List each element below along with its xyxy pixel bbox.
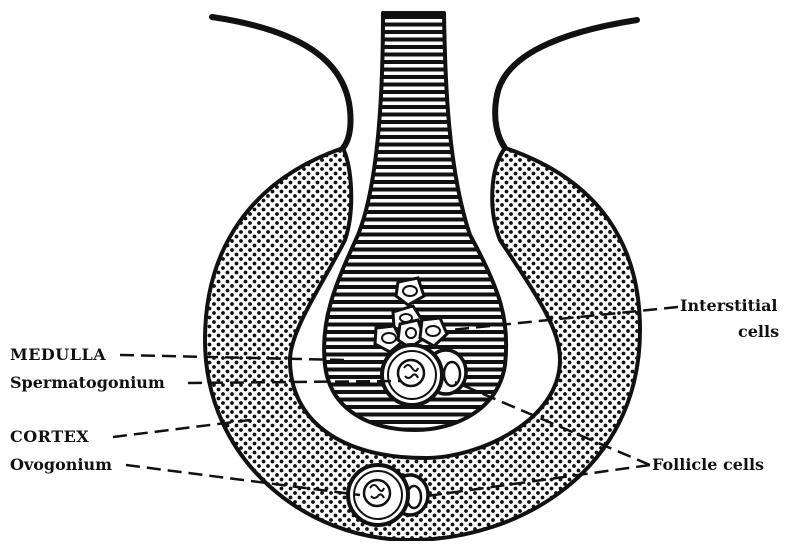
label-cortex: CORTEX [10,428,89,446]
label-interstitial-line2: cells [738,323,779,341]
label-interstitial-line1: Interstitial [680,297,778,315]
outer-epithelium-left [212,17,351,148]
label-ovogonium: Ovogonium [10,456,112,474]
label-spermatogonium: Spermatogonium [10,374,165,392]
outer-epithelium-right [495,20,637,148]
label-follicle-cells: Follicle cells [652,456,764,474]
label-medulla: MEDULLA [10,346,106,364]
